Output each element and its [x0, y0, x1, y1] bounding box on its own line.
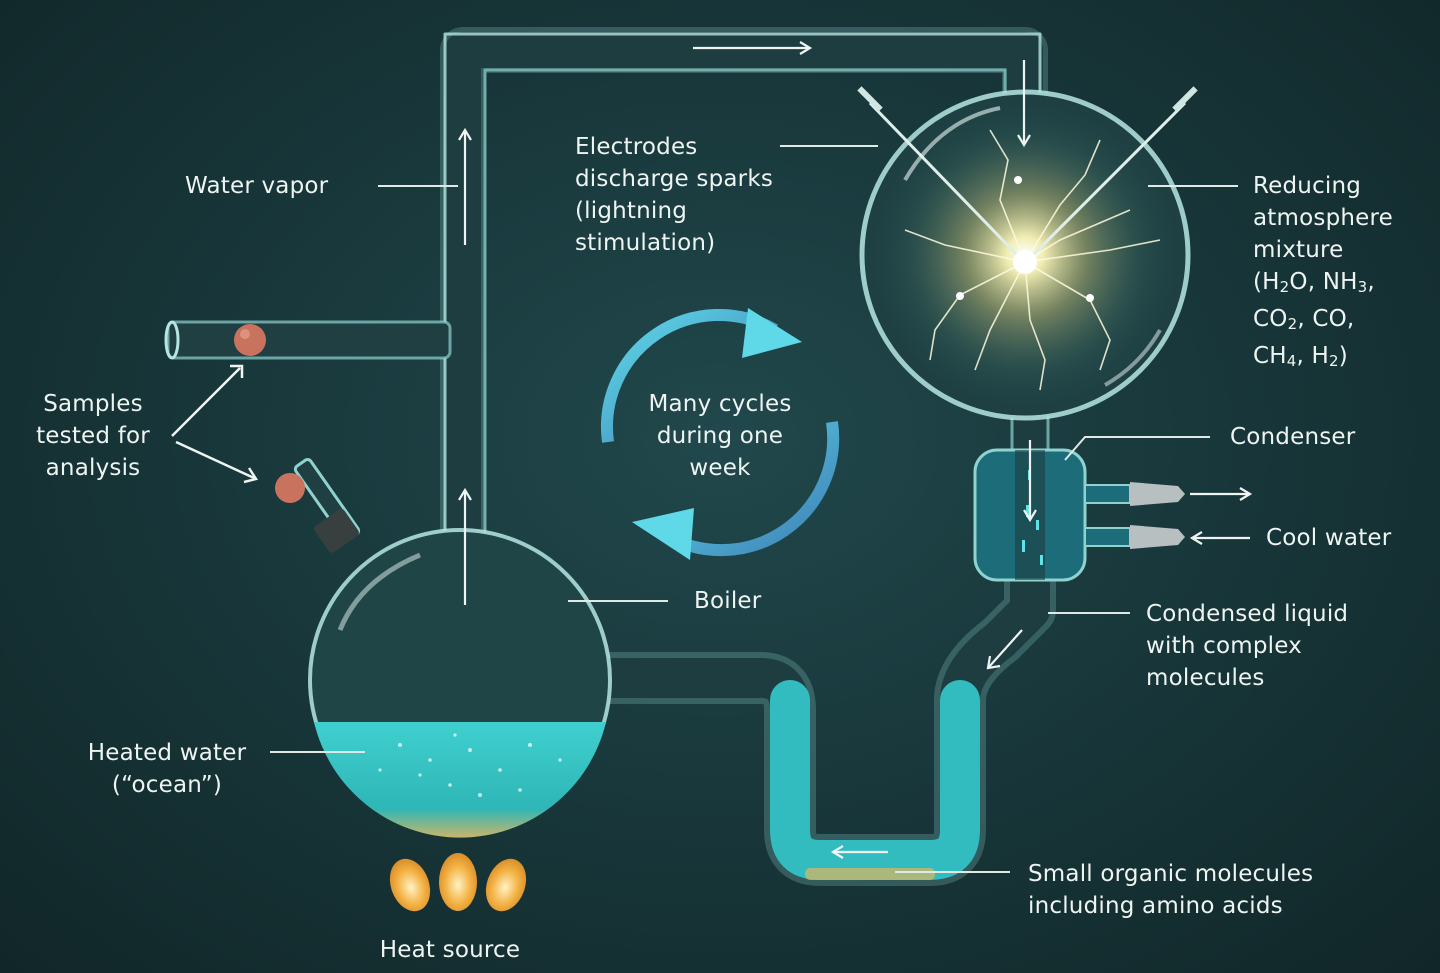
- sample-tube: [164, 320, 452, 360]
- label-boiler: Boiler: [694, 588, 762, 614]
- heat-source-flames: [389, 853, 527, 912]
- cycle-arrows: [601, 308, 840, 560]
- boiler: [308, 528, 612, 838]
- flow-arrows: [458, 41, 1253, 859]
- return-tube: [564, 534, 1056, 886]
- boiler-sample-port: [275, 458, 361, 553]
- label-water-vapor: Water vapor: [185, 173, 329, 199]
- formula-line-3: CH4, H2): [1253, 343, 1348, 370]
- label-heat-source: Heat source: [379, 937, 521, 963]
- formula-line-2: CO2, CO,: [1253, 306, 1355, 333]
- label-heated-water: Heated water(“ocean”): [87, 740, 247, 798]
- sample-pointer-arrows: [171, 364, 258, 484]
- spark-chamber: [857, 86, 1198, 421]
- label-cool-water: Cool water: [1266, 525, 1392, 551]
- sample-ball: [234, 324, 266, 356]
- formula-line-1: (H2O, NH3,: [1253, 269, 1375, 296]
- leader-lines: [270, 145, 1238, 873]
- label-condenser: Condenser: [1230, 424, 1356, 450]
- sediment: [805, 868, 935, 880]
- condenser: [973, 448, 1185, 582]
